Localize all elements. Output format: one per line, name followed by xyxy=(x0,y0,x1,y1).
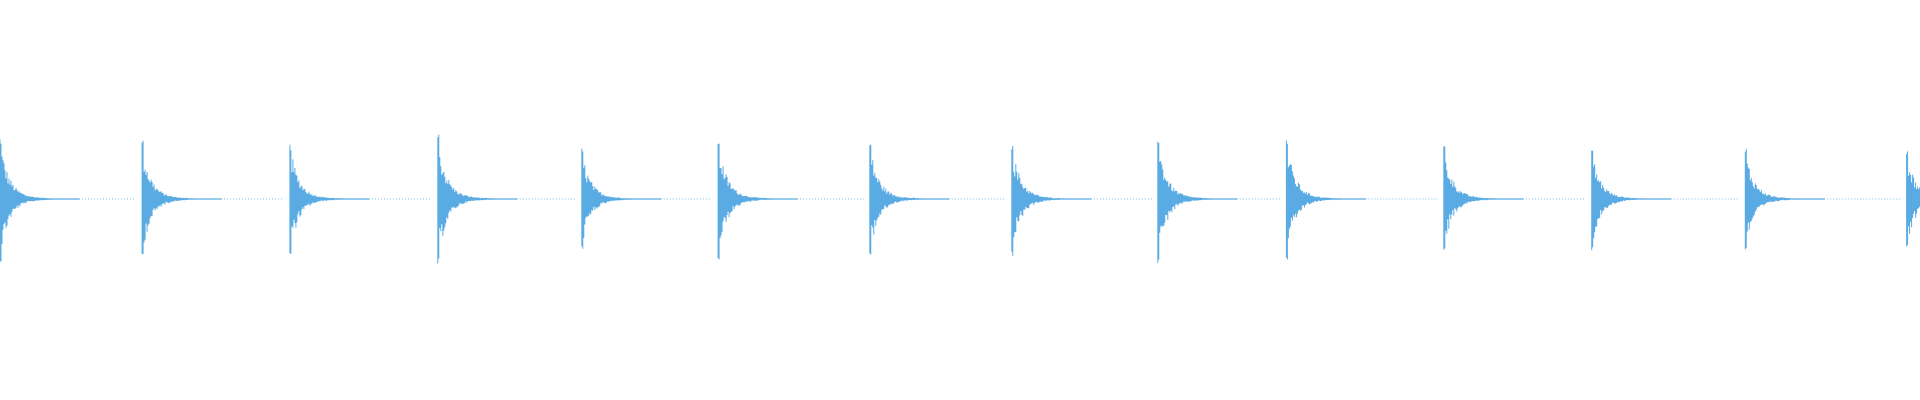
waveform-hit-samples xyxy=(289,144,370,255)
waveform-hit xyxy=(1591,150,1672,251)
waveform-hit-samples xyxy=(1011,146,1092,256)
waveform-hit xyxy=(437,134,518,264)
waveform-hit xyxy=(1285,140,1366,260)
waveform-hit xyxy=(1443,146,1524,250)
waveform-hit-samples xyxy=(437,134,518,264)
waveform-hit-samples xyxy=(1906,151,1920,247)
waveform-hit xyxy=(581,148,662,249)
waveform-hit-samples xyxy=(1157,141,1238,263)
waveform-hit xyxy=(1744,148,1825,250)
waveform-hit xyxy=(1906,151,1920,247)
waveform-hit-samples xyxy=(581,148,662,249)
waveform-hit xyxy=(141,140,222,255)
waveform-hits xyxy=(0,134,1920,264)
waveform-hit-samples xyxy=(1285,140,1366,260)
waveform-hit-samples xyxy=(869,144,950,255)
waveform-hit-samples xyxy=(717,143,798,260)
waveform-hit xyxy=(1011,146,1092,256)
waveform-hit-samples xyxy=(1591,150,1672,251)
waveform-hit xyxy=(0,139,80,262)
waveform-hit-samples xyxy=(1443,146,1524,250)
waveform-hit-samples xyxy=(1744,148,1825,250)
waveform-hit xyxy=(1157,141,1238,263)
waveform-hit xyxy=(717,143,798,260)
waveform-hit-samples xyxy=(0,139,80,262)
waveform-hit xyxy=(869,144,950,255)
waveform-hit-samples xyxy=(141,140,222,255)
waveform-hit xyxy=(289,144,370,255)
